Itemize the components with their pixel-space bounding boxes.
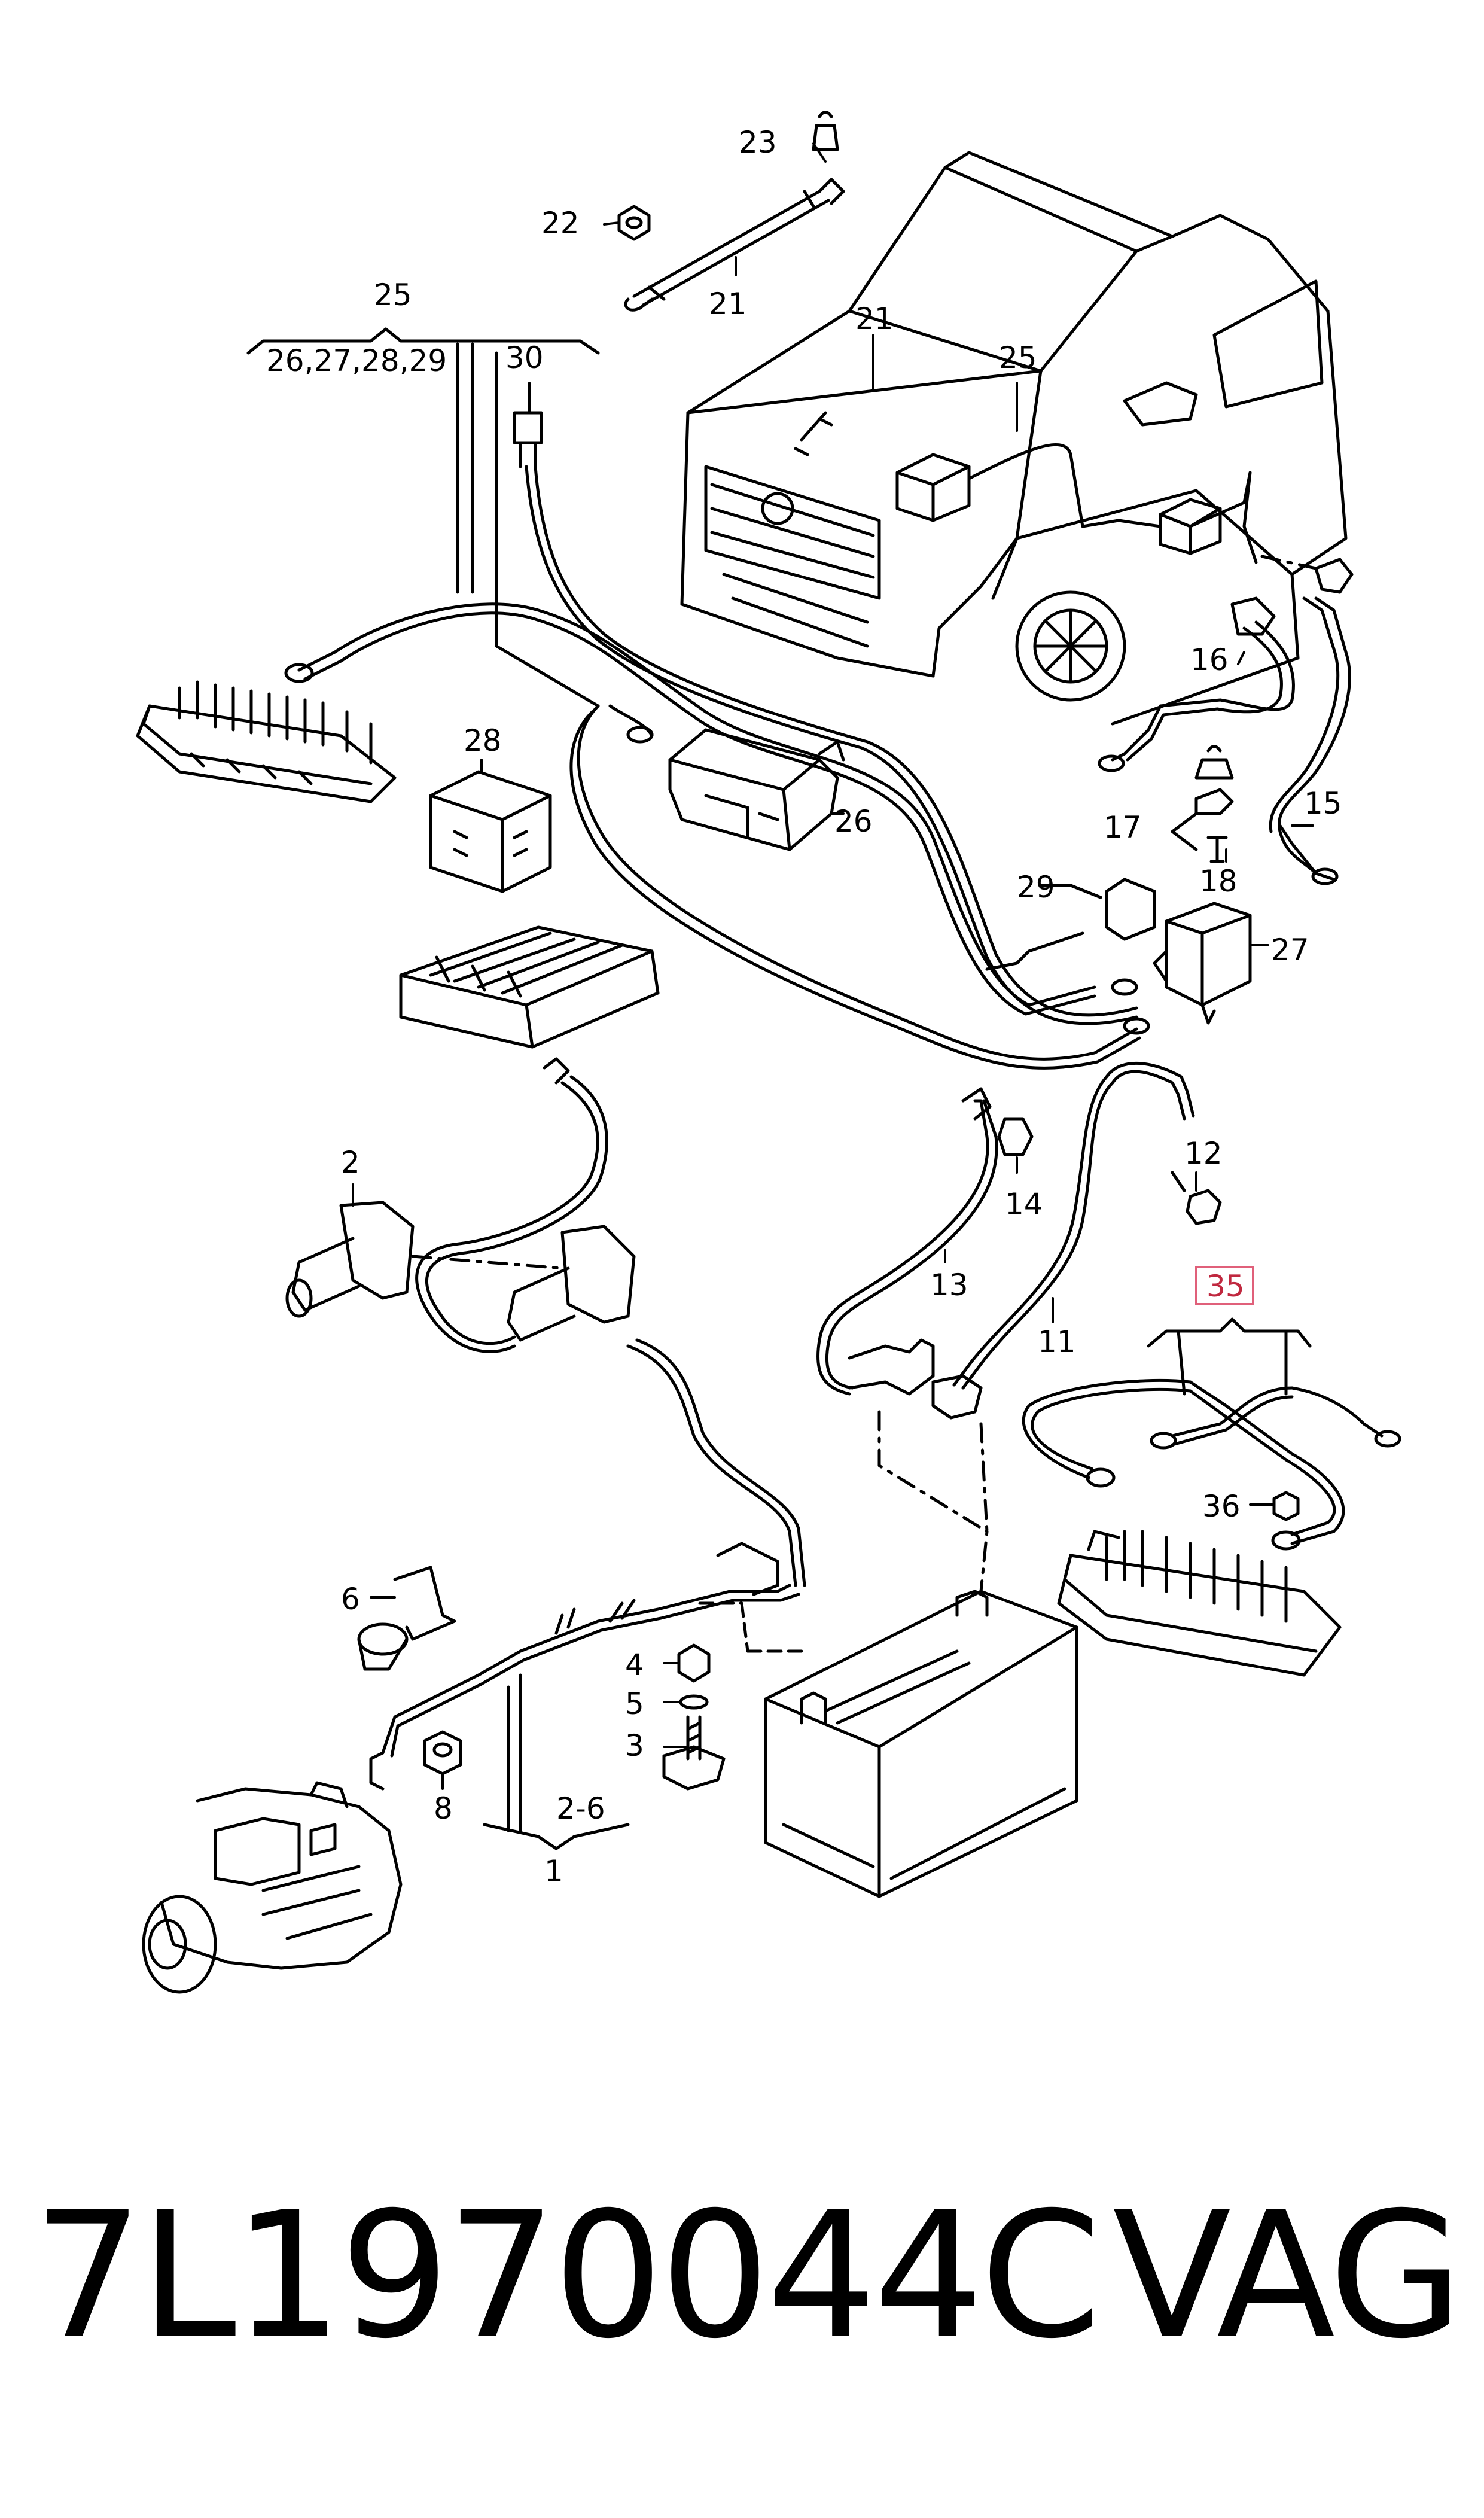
cable-16 [1098,596,1295,772]
module-boxes [895,453,1222,555]
harness-left [284,602,1096,1016]
bracket-17 [1171,812,1198,851]
callout-25-right: 25 [999,340,1037,375]
callout-11: 11 [1038,1325,1076,1359]
harness-loop-lower [569,704,1150,1070]
callout-35-highlight [1195,1266,1254,1305]
bolt-18 [1206,836,1228,863]
nut-17 [1194,745,1234,815]
boot-2a [285,1201,415,1318]
control-unit-28 [429,770,552,893]
callout-21-right: 21 [855,302,894,336]
relay-tray [399,925,660,1049]
boot-2b [507,1225,636,1342]
cable-1 [369,1584,800,1791]
callout-36: 36 [1202,1489,1241,1524]
leader-35 [1177,1329,1288,1396]
callout-18: 18 [1199,864,1238,899]
callout-17: 17 [1104,810,1142,845]
callout-30: 30 [505,340,544,375]
callout-29: 29 [1017,870,1055,905]
hood-strip-21 [794,411,833,456]
callout-12: 12 [1184,1136,1223,1171]
callout-35: 35 [1206,1269,1245,1304]
battery [764,1590,1078,1898]
bolt-12 [1171,1171,1222,1225]
cable-2 [415,1057,806,1587]
callout-27: 27 [1271,933,1309,967]
callout-23: 23 [739,125,777,160]
dash-line-2 [411,1255,564,1270]
callout-25-left: 25 [374,278,412,312]
callout-2-6: 2-6 [556,1791,605,1826]
cable-15 [1269,558,1354,885]
dash-line-right [1260,555,1318,570]
callout-1: 1 [544,1854,563,1889]
nut-23 [812,111,839,151]
bracket-25 [246,327,600,355]
callout-3: 3 [625,1728,644,1763]
bolt-3-4-5 [662,1643,726,1791]
callout-14: 14 [1005,1187,1043,1222]
callout-22: 22 [541,206,580,240]
callout-6: 6 [341,1582,360,1616]
harness-connector-30 [513,411,1138,1025]
earth-strap-21 [624,178,845,312]
cable-13 [816,1087,998,1396]
callout-16: 16 [1190,643,1229,677]
leader-lines [352,142,1314,1790]
cable-11 [931,1061,1195,1420]
harness-25-routing [967,443,1258,564]
cable-35a [1022,1378,1345,1551]
cable-35b [1150,1386,1401,1450]
leader-2-6 [483,1673,630,1850]
brand-name: VAG [1113,2175,1463,2377]
callout-21-top: 21 [709,287,747,321]
connector-29 [985,878,1156,971]
starter-motor [142,1781,403,1994]
bracket-35 [1147,1317,1312,1348]
dash-line-battery [877,1410,989,1593]
leader-25-harness [456,342,600,708]
callout-28: 28 [464,723,502,758]
bolt-14 [997,1117,1034,1156]
fuse-box-upper [136,680,397,803]
module-26 [668,728,845,851]
callout-5: 5 [625,1686,644,1721]
callout-26: 26 [834,804,873,839]
fuse-box-lower [1057,1530,1342,1677]
callout-8: 8 [434,1791,453,1826]
vehicle-illustration [680,151,1348,726]
callout-15: 15 [1304,786,1342,821]
callout-4: 4 [625,1648,644,1682]
callout-2: 2 [341,1145,360,1180]
part-number: 7L1970044C [33,2175,1101,2377]
nut-22 [617,205,651,241]
terminal-bracket [698,1542,803,1653]
clamp-6 [357,1566,456,1671]
module-27 [1153,902,1252,1025]
nut-36 [1272,1491,1300,1521]
nut-8 [423,1730,462,1776]
callout-26-29: 26,27,28,29 [266,343,447,378]
callout-13: 13 [930,1268,968,1302]
callout-labels: 23 22 21 25 26,27,28,29 30 21 25 16 28 2… [266,125,1342,1889]
